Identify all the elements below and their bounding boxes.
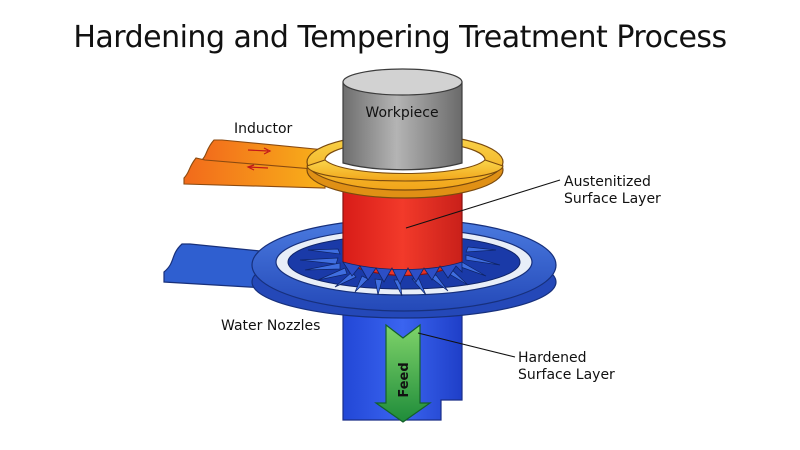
austenitized-label: Austenitized Surface Layer — [564, 174, 661, 208]
workpiece — [324, 68, 486, 178]
austenitized-label-line1: Austenitized — [564, 174, 651, 190]
inductor-leads — [183, 139, 326, 189]
feed-label: Feed — [397, 362, 412, 397]
feed-arrow — [374, 323, 432, 423]
austenitized-leader — [405, 179, 561, 229]
hardened-label: Hardened Surface Layer — [518, 350, 615, 384]
diagram-title: Hardening and Tempering Treatment Proces… — [73, 20, 727, 55]
workpiece-label: Workpiece — [365, 105, 438, 121]
water-spray — [342, 261, 463, 285]
hardened-label-line1: Hardened — [518, 350, 587, 366]
hardened-leader — [417, 332, 516, 358]
austenitized-label-line2: Surface Layer — [564, 191, 661, 207]
inductor-ring-front — [306, 159, 504, 182]
inductor-label: Inductor — [234, 121, 293, 137]
hardened-label-line2: Surface Layer — [518, 367, 615, 383]
water-nozzles-label: Water Nozzles — [221, 318, 321, 334]
